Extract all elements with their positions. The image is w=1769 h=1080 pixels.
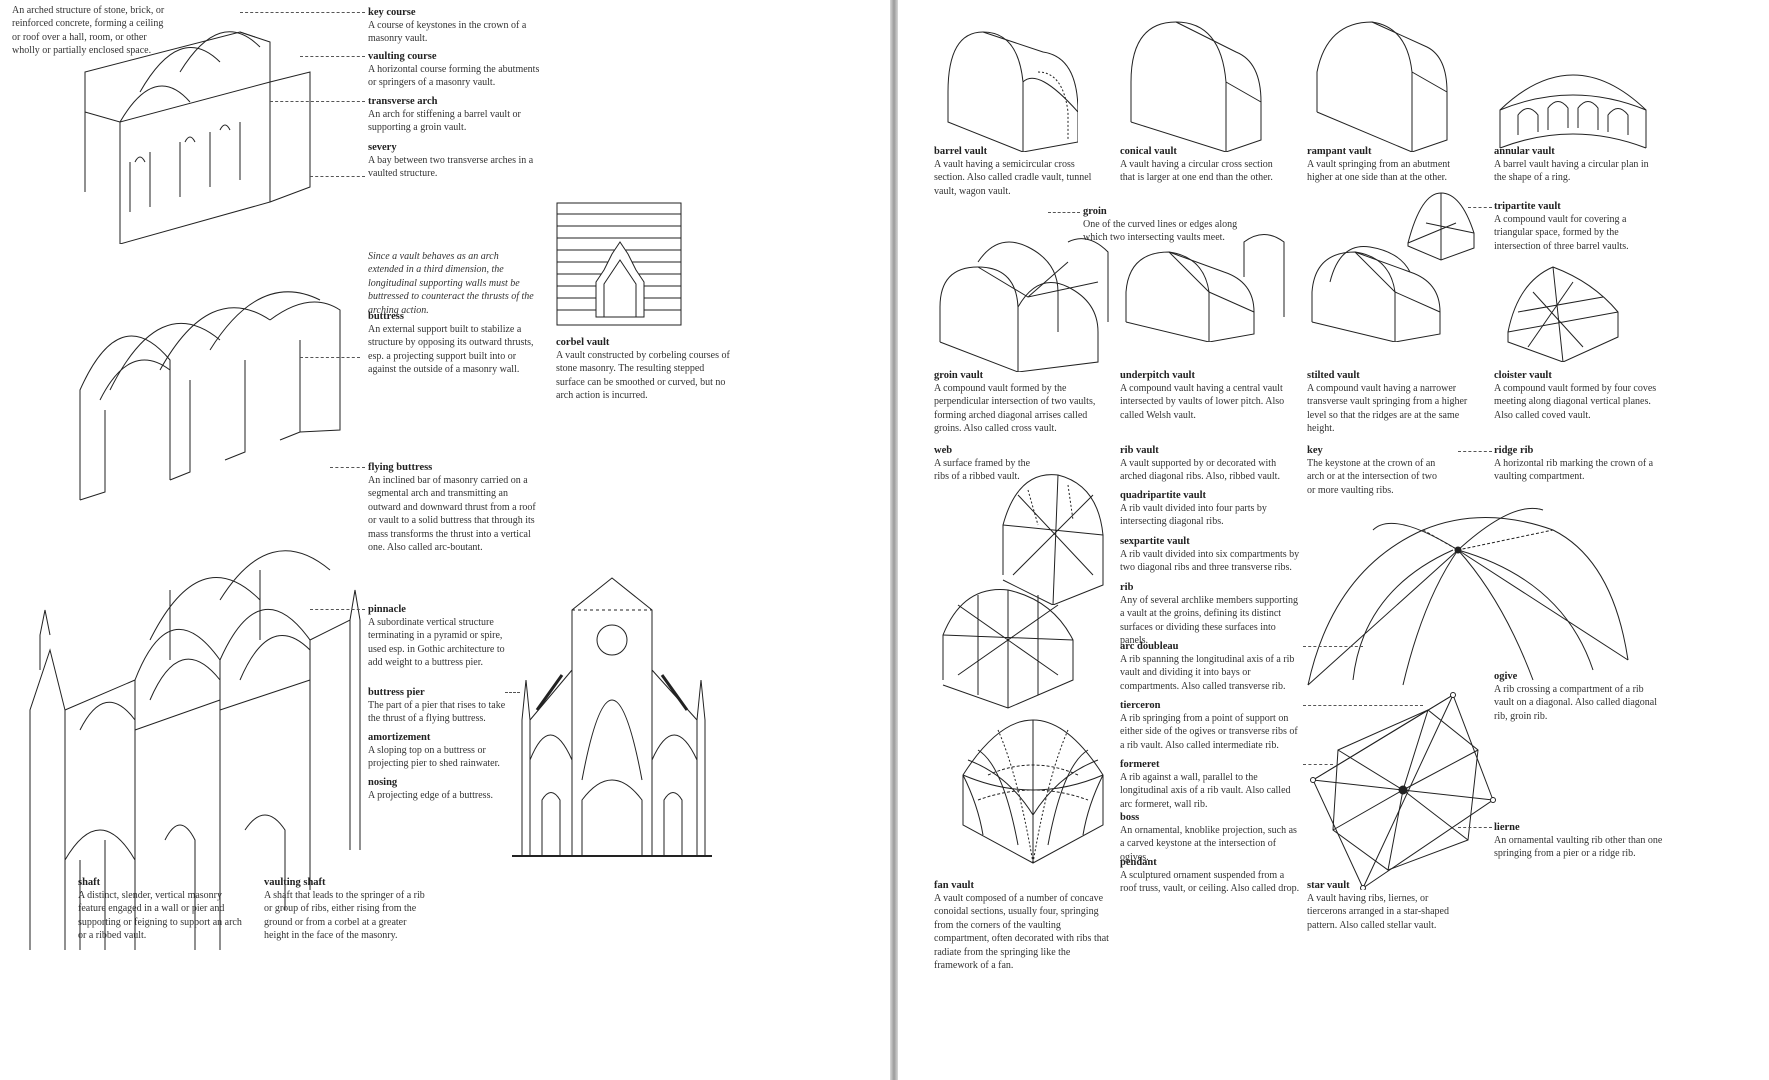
rib-vault-illustration xyxy=(1303,490,1633,690)
stilted-vault-illustration xyxy=(1310,222,1460,342)
leader-flying-buttress xyxy=(330,467,365,468)
entry-star-vault: star vault A vault having ribs, liernes,… xyxy=(1307,880,1449,931)
entry-arc-doubleau: arc doubleau A rib spanning the longitud… xyxy=(1120,641,1295,692)
entry-web: web A surface framed by the ribs of a ri… xyxy=(934,445,1031,483)
leader-key-course xyxy=(240,12,365,13)
entry-corbel-vault: corbel vault A vault constructed by corb… xyxy=(556,337,730,402)
entry-rib: rib Any of several archlike members supp… xyxy=(1120,582,1299,647)
leader-buttress-pier xyxy=(505,692,520,693)
underpitch-vault-illustration xyxy=(1124,222,1304,342)
star-vault-illustration xyxy=(1308,690,1498,890)
leader-lierne xyxy=(1458,827,1492,828)
entry-pendant: pendant A sculptured ornament suspended … xyxy=(1120,857,1300,895)
entry-stilted-vault: stilted vault A compound vault having a … xyxy=(1307,370,1468,435)
groin-vault-illustration xyxy=(938,222,1118,372)
intro-text: An arched structure of stone, brick, or … xyxy=(12,5,165,57)
entry-boss: boss An ornamental, knoblike projection,… xyxy=(1120,812,1297,863)
entry-flying-buttress: flying buttress An inclined bar of mason… xyxy=(368,462,536,554)
leader-tripartite xyxy=(1468,207,1492,208)
entry-sexpartite-vault: sexpartite vault A rib vault divided int… xyxy=(1120,536,1300,574)
leader-buttress xyxy=(300,357,360,358)
entry-tierceron: tierceron A rib springing from a point o… xyxy=(1120,700,1298,751)
sexpartite-vault-illustration xyxy=(938,580,1078,710)
leader-arc-doubleau xyxy=(1303,646,1363,647)
leader-pinnacle xyxy=(310,609,365,610)
entry-ridge-rib: ridge rib A horizontal rib marking the c… xyxy=(1494,445,1654,483)
tripartite-vault-illustration xyxy=(1406,188,1476,263)
entry-annular-vault: annular vault A barrel vault having a ci… xyxy=(1494,146,1649,184)
leader-transverse-arch xyxy=(270,101,365,102)
annular-vault-illustration xyxy=(1498,60,1648,150)
corbel-vault-illustration xyxy=(556,202,682,326)
leader-tierceron xyxy=(1303,705,1423,706)
entry-underpitch-vault: underpitch vault A compound vault having… xyxy=(1120,370,1285,421)
gothic-cathedral-illustration xyxy=(20,530,390,950)
entry-vaulting-shaft: vaulting shaft A shaft that leads to the… xyxy=(264,877,425,942)
quadripartite-vault-illustration xyxy=(998,465,1108,605)
buttressed-vault-illustration xyxy=(70,260,370,510)
leader-groin xyxy=(1048,212,1080,213)
entry-nosing: nosing A projecting edge of a buttress. xyxy=(368,777,493,801)
left-page: An arched structure of stone, brick, or … xyxy=(12,5,730,950)
entry-transverse-arch: transverse arch An arch for stiffening a… xyxy=(368,96,521,134)
entry-shaft: shaft A distinct, slender, vertical maso… xyxy=(78,877,242,942)
conical-vault-illustration xyxy=(1126,12,1266,152)
right-page: barrel vault A vault having a semicircul… xyxy=(898,0,1769,1080)
leader-formeret xyxy=(1303,764,1333,765)
barrel-vault-bays-illustration xyxy=(80,12,380,244)
entry-vaulting-course: vaulting course A horizontal course form… xyxy=(368,51,540,89)
page-gutter xyxy=(890,0,898,1080)
entry-conical-vault: conical vault A vault having a circular … xyxy=(1120,146,1273,184)
entry-amortizement: amortizement A sloping top on a buttress… xyxy=(368,732,500,770)
leader-ridge-rib xyxy=(1458,451,1492,452)
entry-buttress: buttress An external support built to st… xyxy=(368,311,534,376)
entry-groin-vault: groin vault A compound vault formed by t… xyxy=(934,370,1096,435)
entry-barrel-vault: barrel vault A vault having a semicircul… xyxy=(934,146,1092,197)
entry-severy: severy A bay between two transverse arch… xyxy=(368,142,534,180)
entry-cloister-vault: cloister vault A compound vault formed b… xyxy=(1494,370,1657,421)
leader-vaulting-course xyxy=(300,56,365,57)
entry-groin: groin One of the curved lines or edges a… xyxy=(1083,206,1238,244)
leader-severy xyxy=(310,176,365,177)
barrel-vault-illustration xyxy=(938,12,1078,152)
entry-lierne: lierne An ornamental vaulting rib other … xyxy=(1494,822,1663,860)
entry-key: key The keystone at the crown of an arch… xyxy=(1307,445,1437,496)
entry-ogive: ogive A rib crossing a compartment of a … xyxy=(1494,671,1658,722)
entry-quadripartite-vault: quadripartite vault A rib vault divided … xyxy=(1120,490,1267,528)
rampant-vault-illustration xyxy=(1312,12,1452,152)
vault-buttressing-note: Since a vault behaves as an arch extende… xyxy=(368,251,534,316)
entry-buttress-pier: buttress pier The part of a pier that ri… xyxy=(368,687,506,725)
entry-formeret: formeret A rib against a wall, parallel … xyxy=(1120,759,1291,810)
entry-rampant-vault: rampant vault A vault springing from an … xyxy=(1307,146,1451,184)
fan-vault-illustration xyxy=(958,715,1108,865)
cloister-vault-illustration xyxy=(1503,262,1623,362)
entry-tripartite-vault: tripartite vault A compound vault for co… xyxy=(1494,201,1629,252)
entry-rib-vault: rib vault A vault supported by or decora… xyxy=(1120,445,1280,483)
cathedral-section-illustration xyxy=(512,560,712,860)
entry-pinnacle: pinnacle A subordinate vertical structur… xyxy=(368,604,505,669)
entry-key-course: key course A course of keystones in the … xyxy=(368,7,527,45)
entry-fan-vault: fan vault A vault composed of a number o… xyxy=(934,880,1109,972)
